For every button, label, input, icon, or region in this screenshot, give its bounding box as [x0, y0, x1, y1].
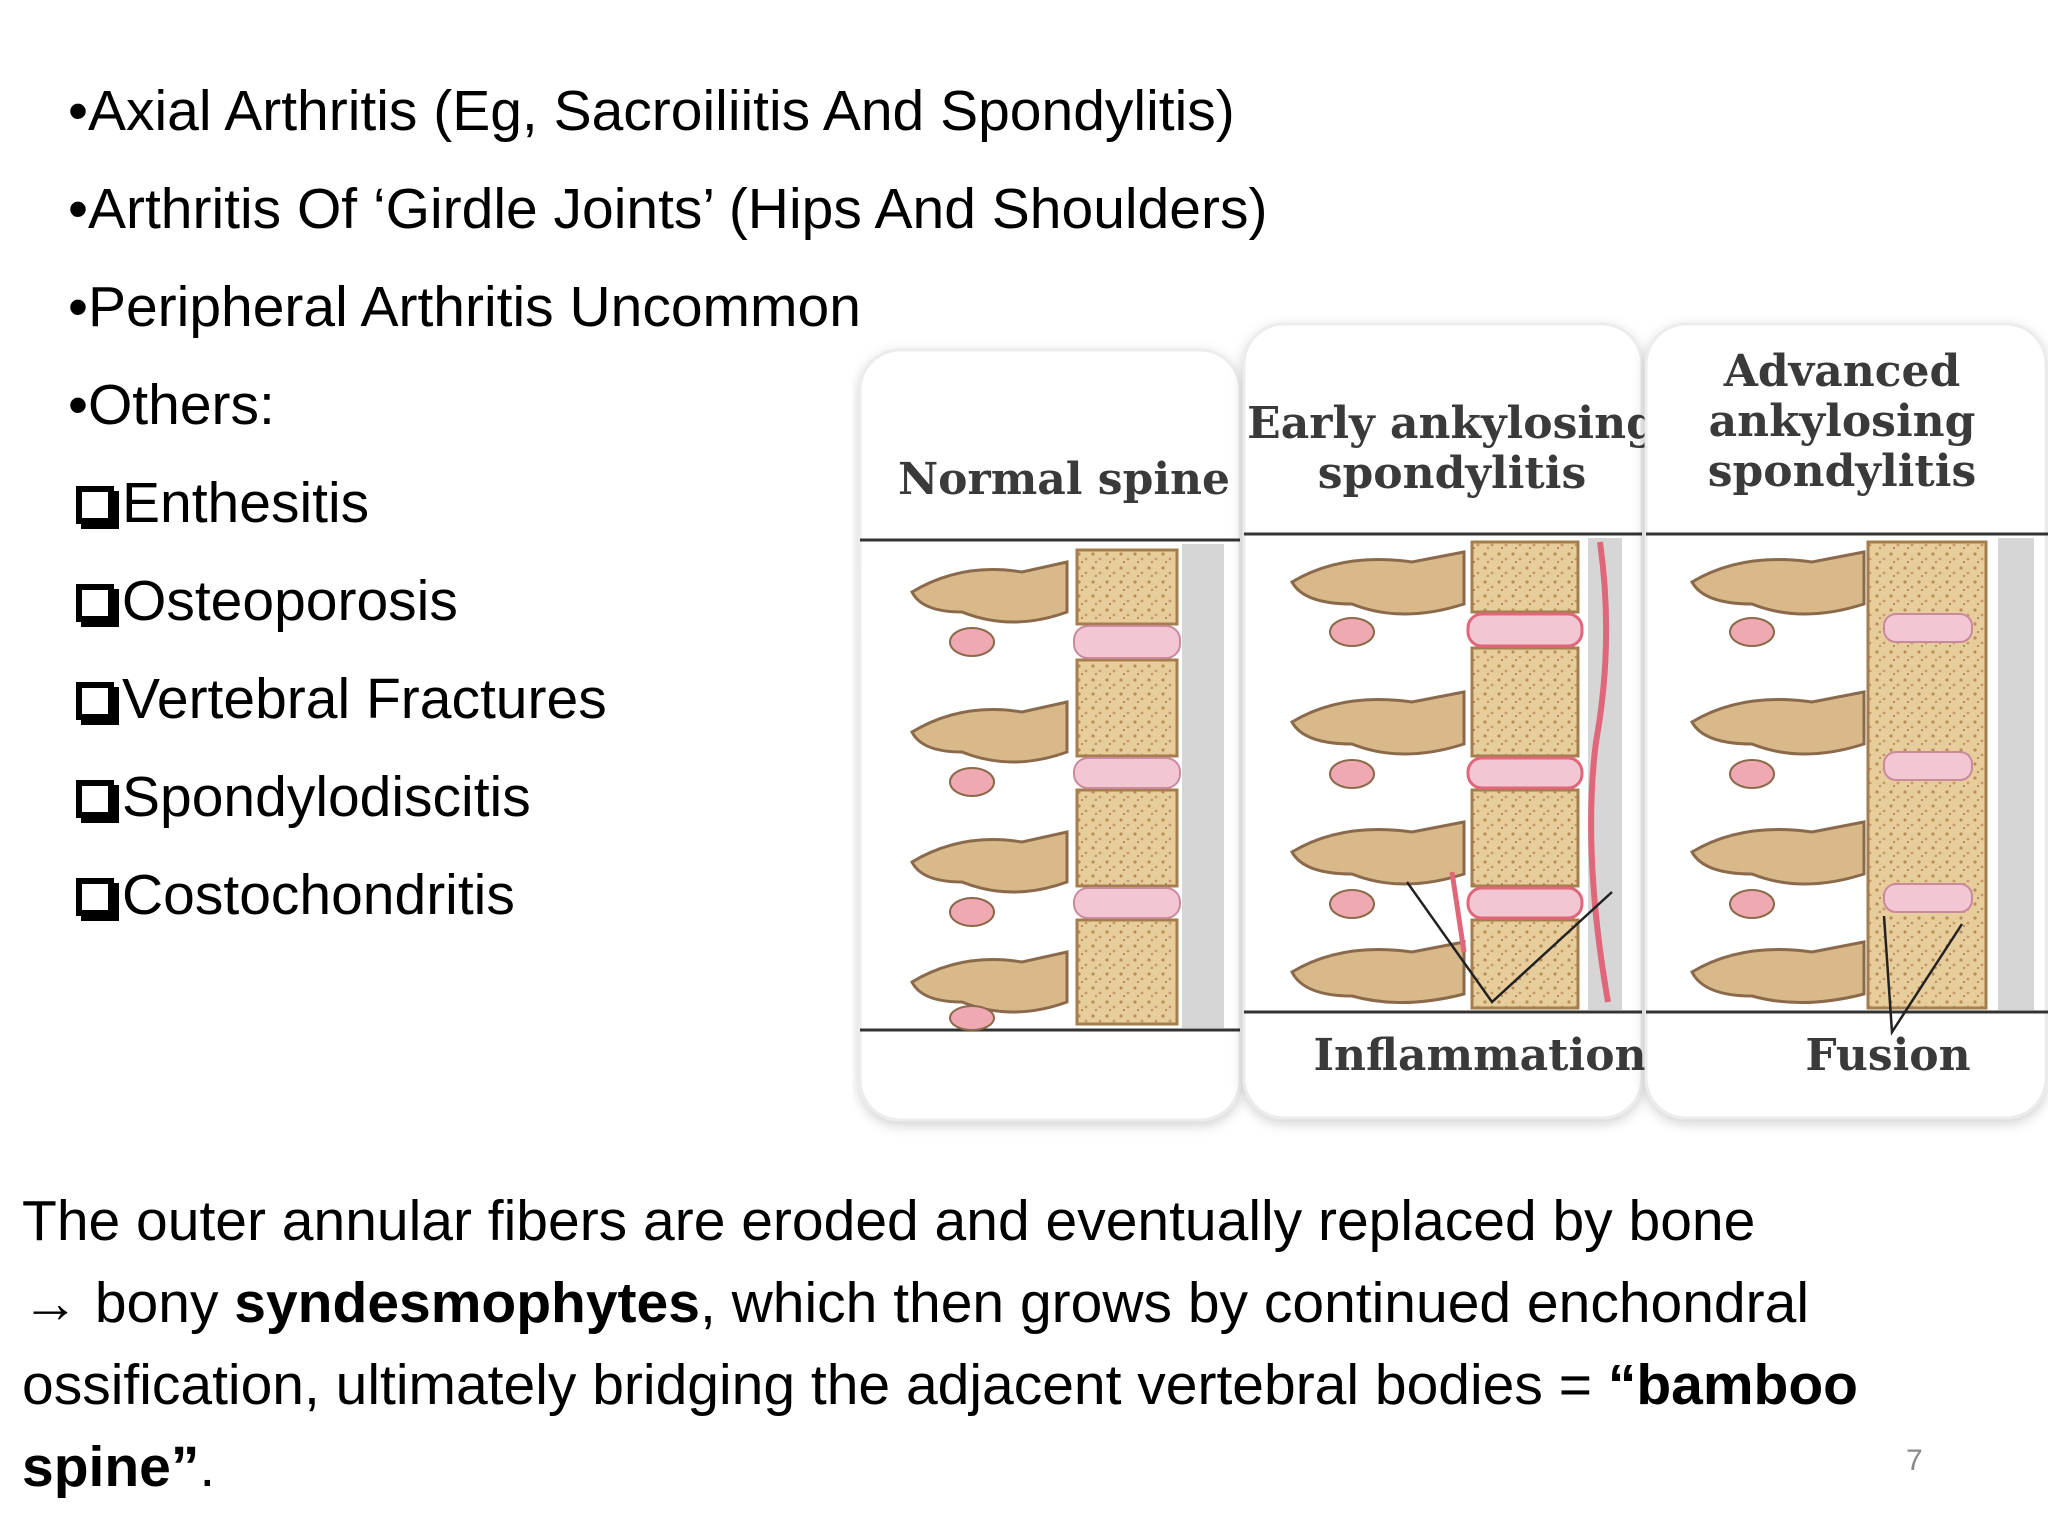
fusion-pointer [1882, 915, 1964, 1036]
checkbox-square-icon [76, 878, 114, 916]
subitem-label: Spondylodiscitis [122, 765, 531, 829]
subitem-vertebral-fractures: Vertebral Fractures [68, 650, 1267, 748]
paragraph-middle: , which then grows by continued enchondr… [22, 1271, 1809, 1417]
panel-title-line: spondylitis [1708, 446, 1976, 497]
panel-title: Normal spine [898, 454, 1230, 505]
panel-early-ankylosing-spondylitis: Early ankylosing spondylitis Inflammatio… [1242, 322, 1657, 1120]
paragraph-line1: The outer annular fibers are eroded and … [22, 1189, 1756, 1253]
vertebral-column-illustration [1689, 538, 2034, 1036]
inflammation-pointer [1405, 881, 1613, 1004]
checkbox-square-icon [76, 682, 114, 720]
checkbox-square-icon [76, 584, 114, 622]
panel-title-line: Advanced [1723, 346, 1961, 397]
page-number: 7 [1906, 1444, 1923, 1477]
vertebral-column-illustration [1289, 538, 1622, 1010]
subitem-label: Vertebral Fractures [122, 667, 607, 731]
subitem-label: Enthesitis [122, 471, 370, 535]
panel-title-line: spondylitis [1318, 448, 1586, 499]
arrow-text: → bony [22, 1271, 235, 1335]
subitem-label: Osteoporosis [122, 569, 458, 633]
explanation-paragraph: The outer annular fibers are eroded and … [22, 1180, 2002, 1508]
panel-title-line: Early ankylosing [1247, 398, 1657, 449]
subitem-osteoporosis: Osteoporosis [68, 552, 1267, 650]
bullet-axial-arthritis: •Axial Arthritis (Eg, Sacroiliitis And S… [68, 79, 1235, 143]
panel-title-line: ankylosing [1709, 396, 1976, 447]
panel-normal-spine: Normal spine [858, 348, 1242, 1122]
paragraph-end: . [199, 1435, 216, 1499]
bullet-list: •Axial Arthritis (Eg, Sacroiliitis And S… [68, 62, 1267, 944]
subitem-spondylodiscitis: Spondylodiscitis [68, 748, 1267, 846]
checkbox-square-icon [76, 486, 114, 524]
subitem-enthesitis: Enthesitis [68, 454, 1267, 552]
label-fusion: Fusion [1805, 1030, 1970, 1081]
label-inflammation: Inflammation [1313, 1030, 1646, 1081]
checkbox-square-icon [76, 780, 114, 818]
subitem-label: Costochondritis [122, 863, 515, 927]
bullet-others: •Others: [68, 373, 275, 437]
panel-advanced-ankylosing-spondylitis: Advanced ankylosing spondylitis Fusion [1644, 322, 2048, 1120]
subitem-costochondritis: Costochondritis [68, 846, 1267, 944]
bamboo-spine-term: “bamboo spine” [22, 1353, 1858, 1499]
bullet-girdle-joints: •Arthritis Of ‘Girdle Joints’ (Hips And … [68, 177, 1268, 241]
bullet-peripheral-arthritis: •Peripheral Arthritis Uncommon [68, 275, 861, 339]
vertebral-column-illustration [910, 544, 1224, 1031]
spine-comparison-figure: Normal spine Early ankylosing spondyliti… [858, 322, 2048, 1122]
syndesmophytes-term: syndesmophytes [234, 1271, 700, 1335]
